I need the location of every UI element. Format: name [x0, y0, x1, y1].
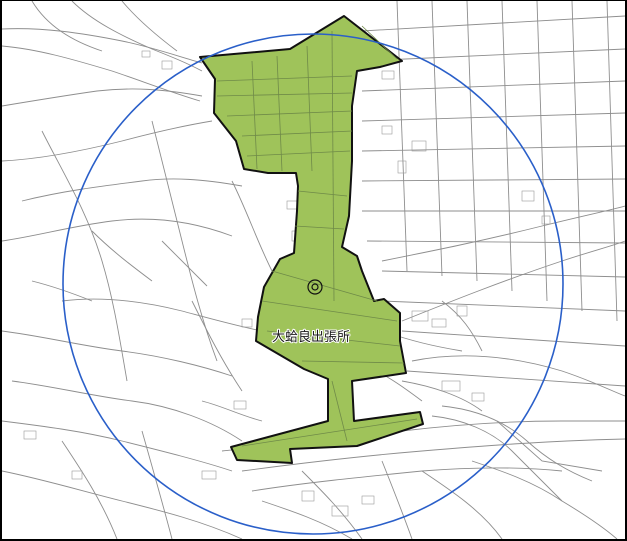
facility-label: 大蛤良出張所 — [272, 329, 350, 345]
service-area-roads — [216, 25, 418, 447]
radius-circle — [62, 33, 564, 535]
facility-marker-icon[interactable] — [307, 279, 323, 295]
service-area-polygon[interactable] — [199, 15, 424, 464]
